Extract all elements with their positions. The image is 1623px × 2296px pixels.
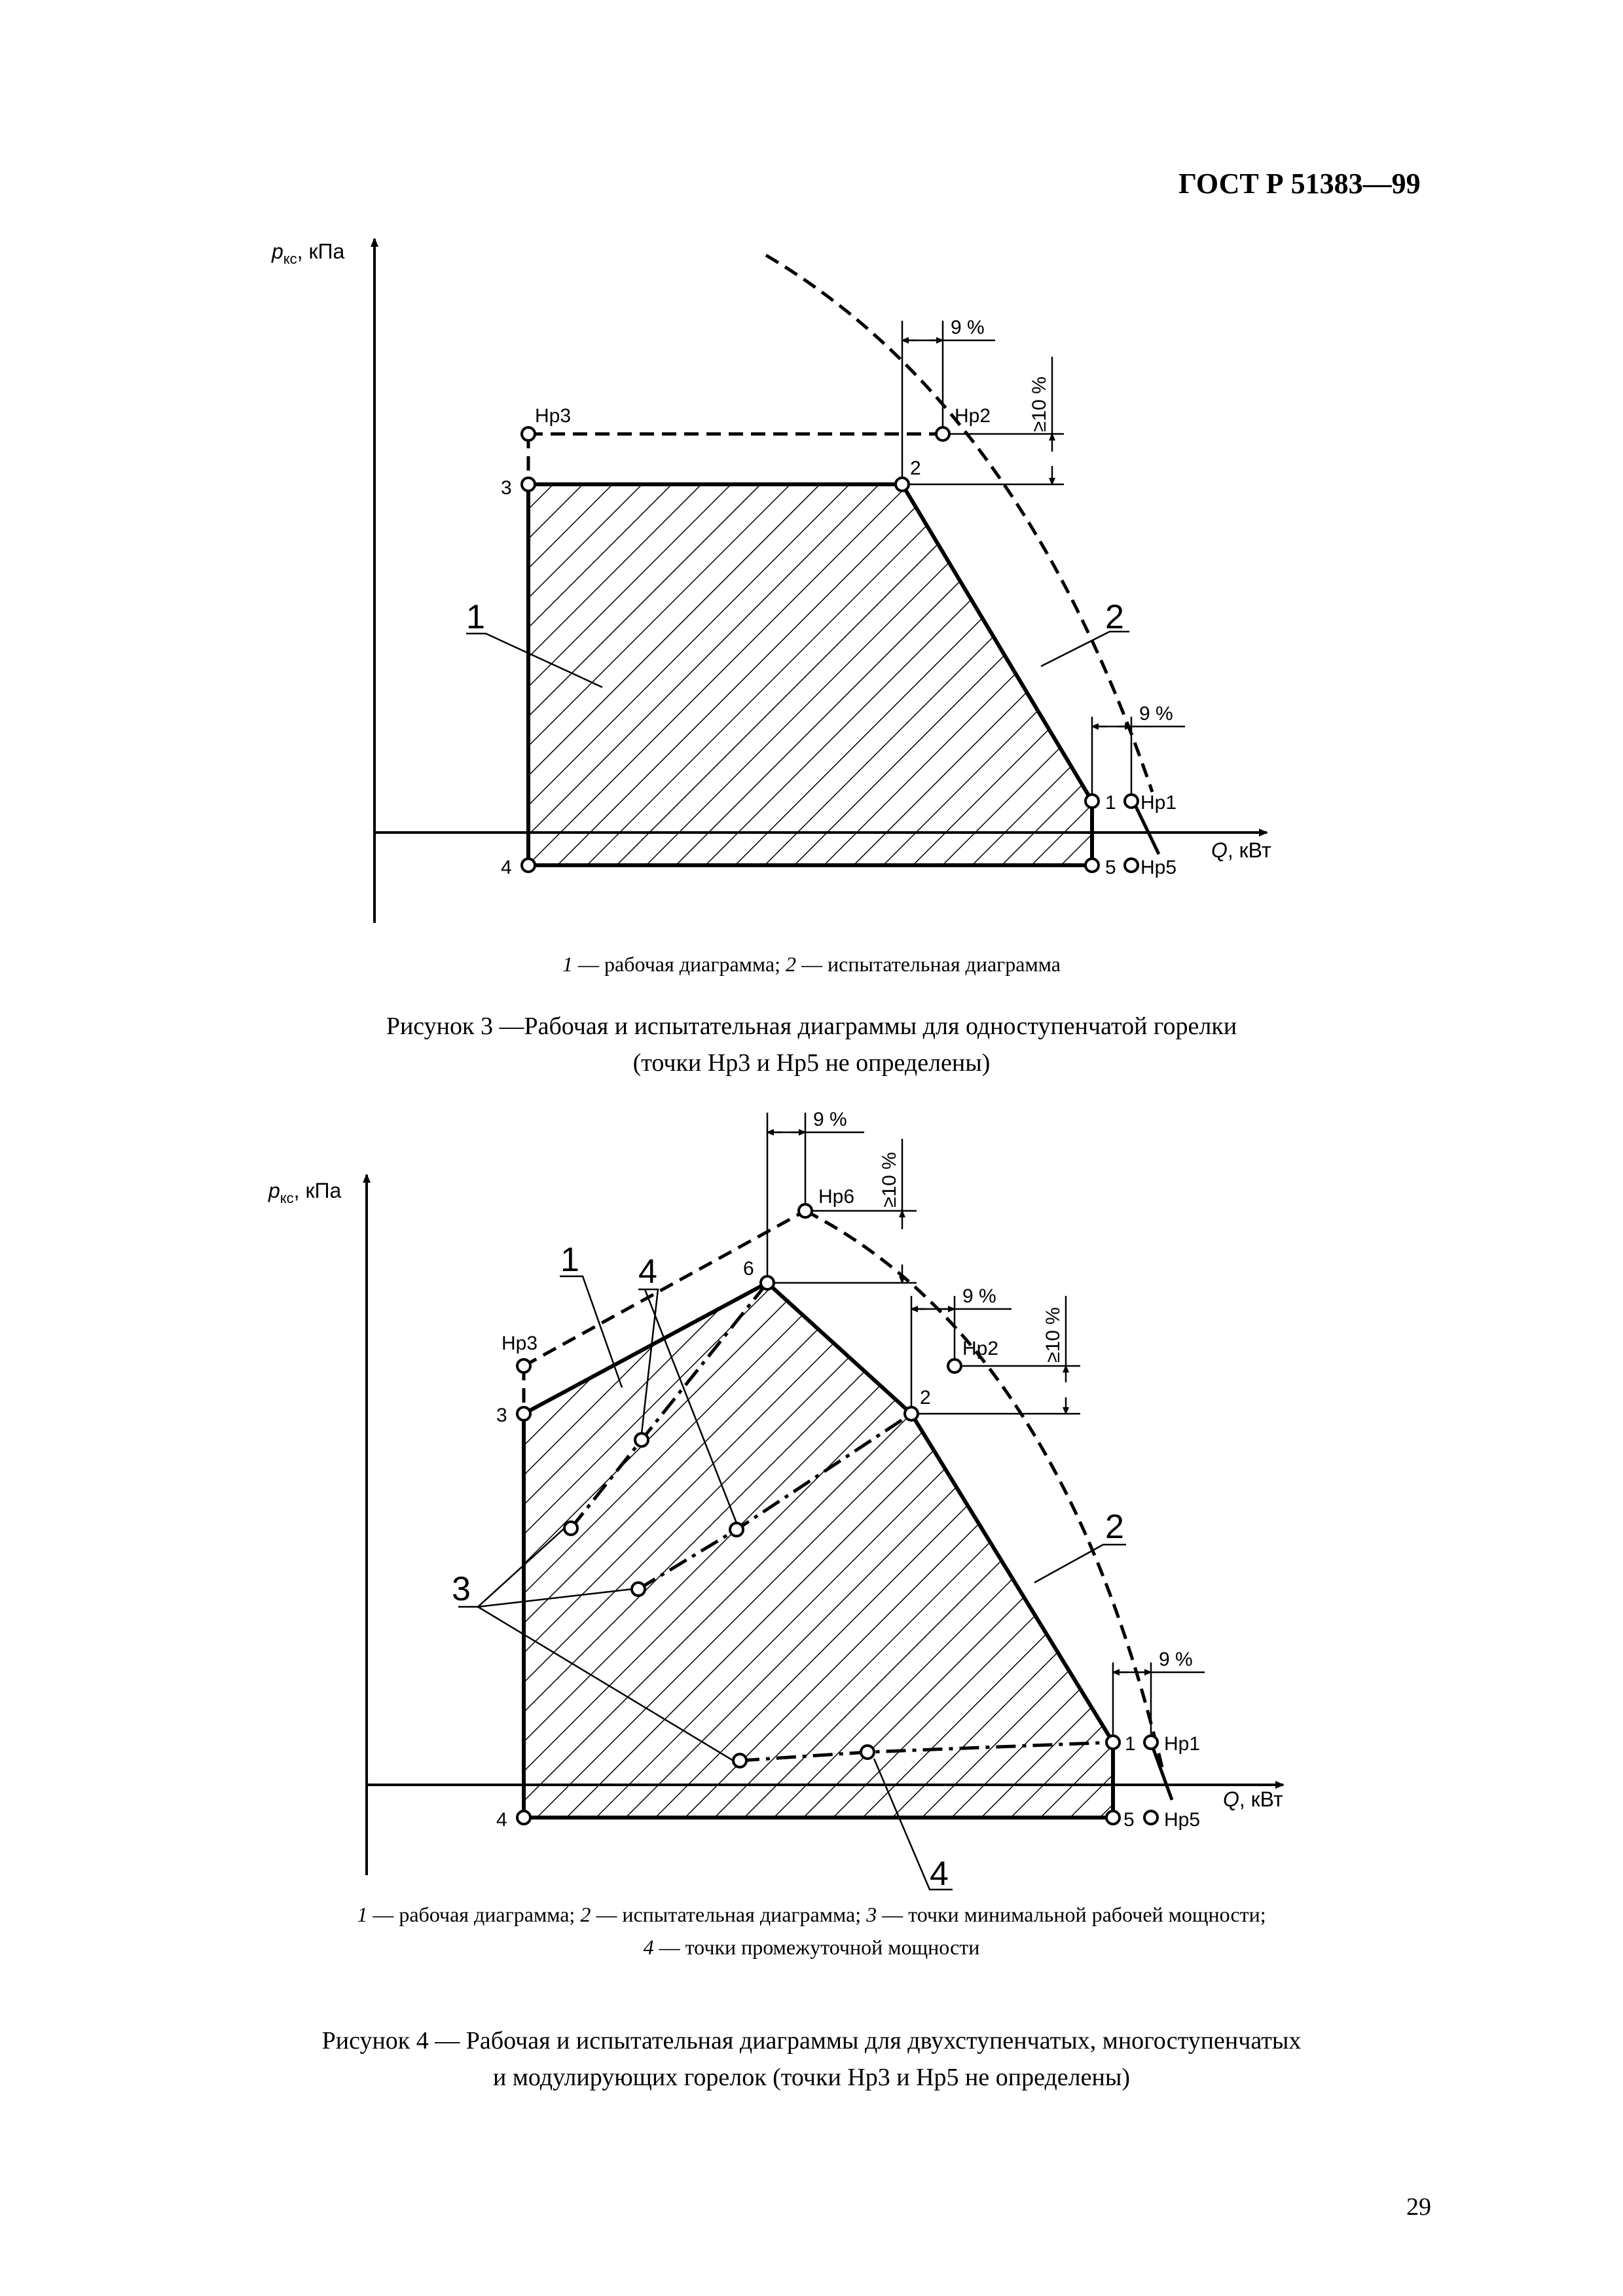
label-hp5: Нр5 [1140,857,1176,878]
label-5: 5 [1123,1809,1135,1831]
label-1: 1 [1105,792,1116,814]
callout-1: 1 [560,1241,579,1279]
intermediate-power-point [729,1522,744,1537]
point-hp6 [797,1203,813,1219]
dim-right-label: 9 % [1139,703,1173,725]
figure-4: pкс, кПа Q, кВт [268,1109,1285,1893]
dim-top-label: 9 % [951,317,985,338]
working-diagram-area [526,482,1094,867]
point-3 [516,1406,532,1422]
point-2 [903,1406,919,1422]
test-diagram [526,253,1154,793]
label-2: 2 [910,457,921,479]
point-4 [520,857,536,873]
dim-vert-top-label: ≥10 % [879,1152,900,1208]
point-hp3 [520,426,536,442]
min-power-point [630,1581,646,1597]
callout-2: 2 [1105,598,1124,636]
label-hp3: Нр3 [501,1333,538,1354]
point-hp3 [516,1358,532,1374]
label-2: 2 [920,1387,931,1408]
point-hp5 [1123,857,1139,873]
dim-right-label: 9 % [1159,1649,1193,1670]
dim-vert-mid-label: ≥10 % [1042,1307,1064,1363]
label-4: 4 [496,1809,507,1831]
callout-4-bottom: 4 [930,1855,949,1893]
point-5 [1084,857,1100,873]
label-3: 3 [501,477,512,499]
page-number: 29 [1406,2193,1431,2221]
intermediate-power-point [860,1744,875,1760]
point-hp1 [1123,793,1139,809]
point-5 [1105,1810,1121,1825]
test-diagram [522,1209,1164,1768]
y-axis-label: pкс, кПа [271,240,344,267]
figure-3-title: Рисунок 3 —Рабочая и испытательная диагр… [386,1013,1237,1077]
point-hp2 [935,426,951,442]
intermediate-power-point [634,1432,649,1448]
point-hp5 [1143,1810,1159,1825]
point-hp1 [1143,1734,1159,1750]
callout-4-top: 4 [638,1253,657,1291]
min-power-point [732,1753,748,1768]
figure-4-title: Рисунок 4 — Рабочая и испытательная диаг… [321,2027,1302,2091]
label-hp3: Нр3 [535,405,571,427]
label-hp1: Нр1 [1164,1733,1200,1755]
x-axis-label: Q, кВт [1211,838,1271,862]
label-3: 3 [496,1405,507,1426]
dim-top-label: 9 % [813,1109,847,1130]
callout-1: 1 [466,598,485,636]
label-hp1: Нр1 [1140,792,1176,814]
label-1: 1 [1125,1733,1136,1755]
dim-vert-label: ≥10 % [1029,376,1050,432]
label-hp6: Нр6 [818,1186,854,1208]
document-id: ГОСТ Р 51383—99 [1178,168,1421,200]
point-1 [1084,793,1100,809]
x-axis-label: Q, кВт [1223,1787,1283,1811]
point-6 [759,1275,775,1291]
label-6: 6 [743,1258,754,1280]
figure-3-legend: 1 — рабочая диаграмма; 2 — испытательная… [562,952,1061,976]
label-hp2: Нр2 [962,1338,998,1359]
point-hp2 [947,1358,962,1374]
label-hp2: Нр2 [955,405,991,427]
y-axis-label: pкс, кПа [268,1179,341,1206]
label-hp5: Нр5 [1164,1809,1200,1831]
callout-2: 2 [1105,1508,1124,1546]
point-2 [894,476,910,492]
point-1 [1105,1734,1121,1750]
callout-3: 3 [452,1570,471,1608]
label-5: 5 [1105,857,1116,878]
figure-3: pкс, кПа Q, кВт 9 % 9 % ≥10 % [271,238,1271,923]
min-power-point [563,1520,579,1536]
point-4 [516,1810,532,1825]
label-4: 4 [501,857,512,878]
point-3 [520,476,536,492]
dim-mid-label: 9 % [962,1285,996,1307]
figure-4-legend: 1 — рабочая диаграмма; 2 — испытательная… [357,1903,1266,1959]
working-diagram-area [522,1280,1115,1820]
